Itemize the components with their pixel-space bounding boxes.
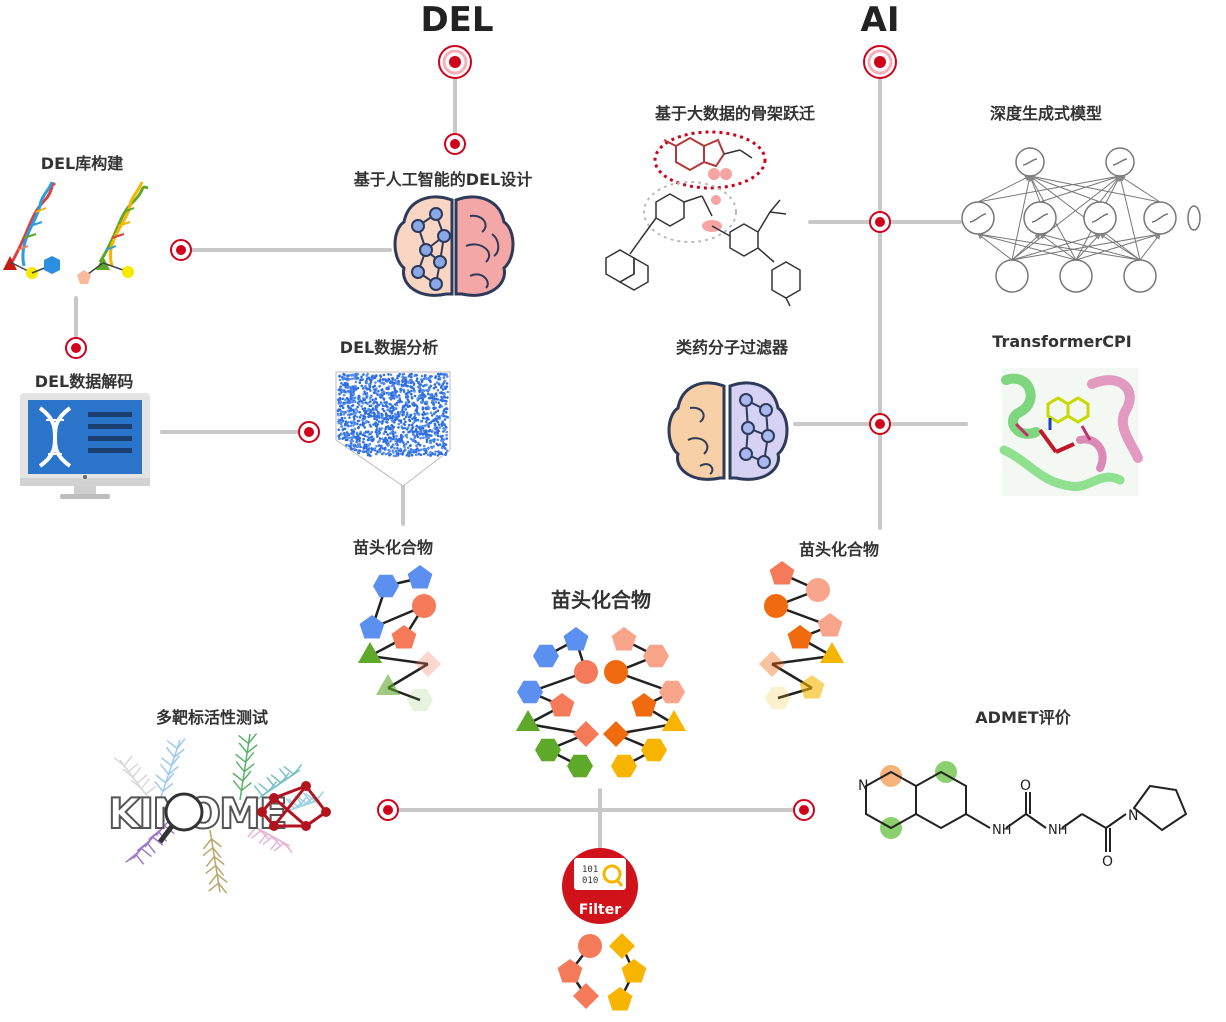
svg-text:010: 010 — [582, 876, 598, 886]
hit-chain-right — [759, 561, 845, 710]
node-kinase — [377, 799, 399, 821]
node-ai-design — [444, 133, 466, 155]
label-analysis: DEL数据分析 — [339, 338, 439, 357]
node-library — [170, 239, 192, 261]
svg-text:O: O — [1102, 854, 1113, 870]
node-del-top — [438, 45, 472, 79]
label-kinase: 多靶标活性测试 — [155, 708, 269, 727]
neural-network-illustration — [961, 147, 1201, 293]
column-title-ai: AI — [860, 0, 900, 40]
label-druglike: 类药分子过滤器 — [675, 338, 789, 357]
hit-chain-left — [357, 565, 441, 712]
point-cloud-illustration — [335, 371, 451, 487]
node-ai-top — [863, 45, 897, 79]
column-title-del: DEL — [420, 0, 494, 40]
node-admet — [793, 799, 815, 821]
node-analysis — [298, 421, 320, 443]
computer-dna-illustration — [20, 393, 150, 499]
scaffold-hopping-molecule — [605, 130, 801, 307]
label-ai-design: 基于人工智能的DEL设计 — [353, 170, 533, 189]
label-deep-gen: 深度生成式模型 — [989, 104, 1103, 123]
brain-filter-illustration — [667, 381, 789, 481]
label-hit-center: 苗头化合物 — [551, 588, 651, 612]
protein-ligand-illustration — [999, 368, 1143, 496]
connector-lines — [74, 60, 968, 850]
brain-ai-illustration — [393, 195, 515, 297]
node-markers — [65, 45, 897, 821]
label-hit-left: 苗头化合物 — [352, 538, 434, 557]
filter-badge: 101 010 Filter — [562, 848, 638, 924]
node-decoding — [65, 337, 87, 359]
svg-text:NH: NH — [1048, 823, 1068, 838]
label-admet: ADMET评价 — [975, 708, 1071, 727]
svg-text:101: 101 — [582, 865, 598, 875]
hit-chain-bottom — [557, 933, 647, 1011]
svg-text:NH: NH — [992, 823, 1012, 838]
label-del-library: DEL库构建 — [40, 154, 124, 173]
label-transformer: TransformerCPI — [992, 332, 1132, 351]
filter-label: Filter — [579, 902, 621, 918]
label-decoding: DEL数据解码 — [34, 372, 134, 391]
svg-text:N: N — [858, 778, 868, 794]
hit-chain-center — [515, 627, 687, 778]
node-ai-2 — [869, 413, 891, 435]
svg-text:N: N — [1128, 808, 1138, 824]
label-scaffold-hop: 基于大数据的骨架跃迁 — [654, 104, 816, 123]
svg-text:O: O — [1020, 778, 1031, 794]
admet-molecule: N NH O NH O N — [858, 761, 1188, 870]
node-ai-1 — [869, 211, 891, 233]
dna-strands-illustration — [3, 181, 149, 284]
kinome-tree-illustration: KINOME — [107, 732, 331, 894]
label-hit-right: 苗头化合物 — [798, 540, 880, 559]
